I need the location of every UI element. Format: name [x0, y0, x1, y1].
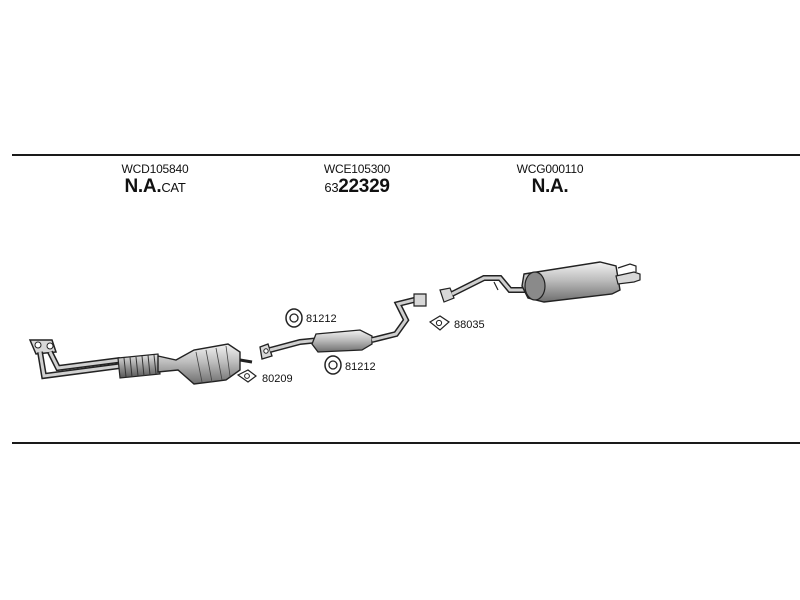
title-prefix: 63 — [324, 180, 339, 195]
middle-pipe-part — [259, 293, 427, 360]
part-title: 6322329 — [257, 176, 457, 199]
part-code: WCE105300 — [323, 162, 391, 176]
gasket-88035-label: 88035 — [454, 319, 485, 331]
part-title: N.A. — [450, 176, 650, 198]
title-suffix: CAT — [161, 180, 186, 195]
front-pipe-part — [28, 339, 161, 380]
gasket-81212-upper: 81212 — [285, 308, 337, 328]
top-divider — [12, 154, 800, 156]
gasket-81212-upper-label: 81212 — [306, 313, 337, 325]
gasket-80209-label: 80209 — [262, 373, 293, 385]
gasket-88035: 88035 — [428, 315, 485, 331]
section-rear-silencer: WCG000110 N.A. — [450, 162, 650, 198]
title-main: N.A. — [124, 176, 162, 197]
rear-silencer-part — [439, 261, 641, 303]
bottom-divider — [12, 442, 800, 444]
gasket-81212-lower: 81212 — [324, 355, 376, 375]
part-code: WCG000110 — [516, 162, 584, 176]
part-title: N.A.CAT — [55, 176, 255, 199]
gasket-80209: 80209 — [236, 369, 293, 385]
catalytic-converter-part — [157, 343, 253, 385]
section-middle-pipe: WCE105300 6322329 — [257, 162, 457, 199]
section-front-pipe: WCD105840 N.A.CAT — [55, 162, 255, 199]
part-code: WCD105840 — [121, 162, 189, 176]
gasket-81212-lower-label: 81212 — [345, 361, 376, 373]
title-main: 22329 — [338, 176, 390, 197]
title-main: N.A. — [531, 176, 569, 197]
